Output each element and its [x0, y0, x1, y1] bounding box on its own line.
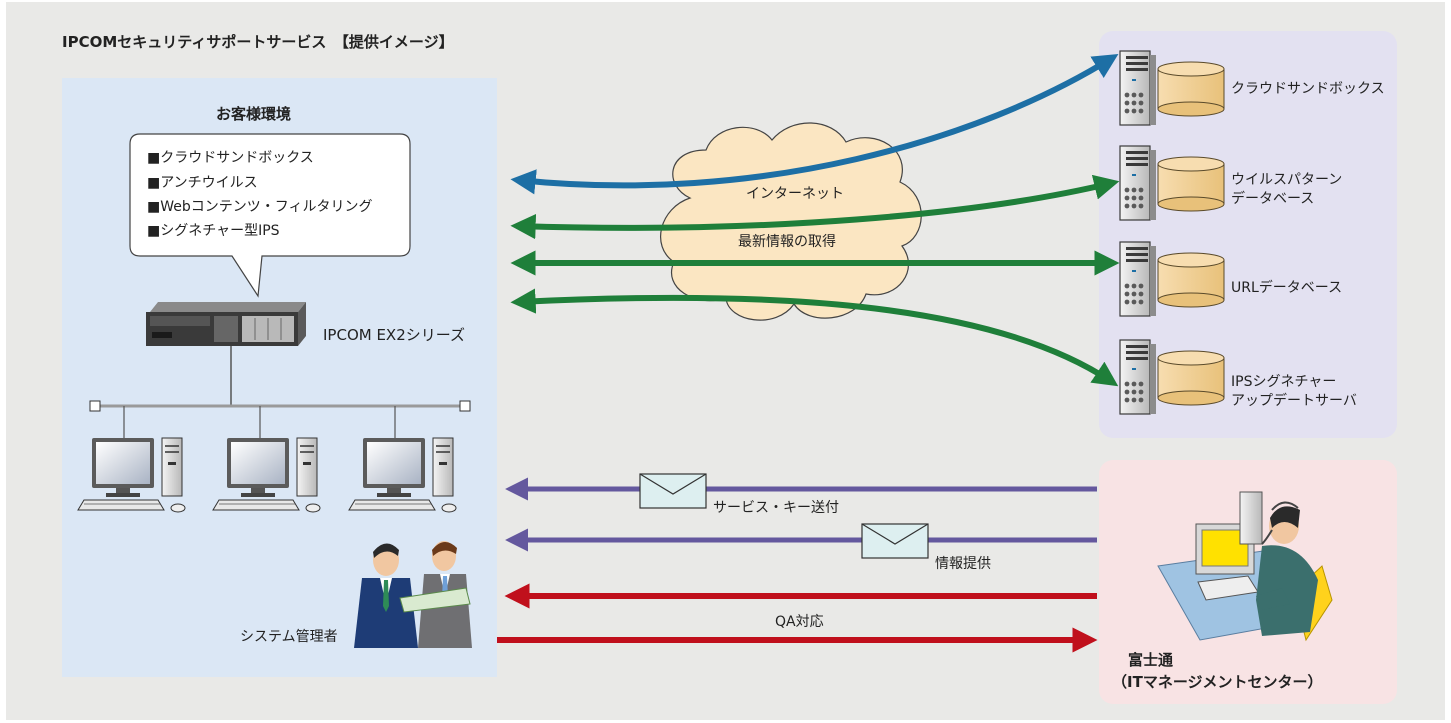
- feature-item-web-filtering: ■Webコンテンツ・フィルタリング: [147, 199, 372, 215]
- lan-terminator-left: [89, 400, 101, 412]
- feature-item-sandbox: ■クラウドサンドボックス: [147, 150, 314, 166]
- server-label-url-database: URLデータベース: [1231, 279, 1342, 296]
- feature-item-signature-ips: ■シグネチャー型IPS: [147, 223, 280, 239]
- ipcom-appliance-icon: [146, 302, 306, 346]
- internet-sublabel: 最新情報の取得: [738, 233, 836, 250]
- update-servers-panel: [1099, 31, 1397, 438]
- information-label: 情報提供: [935, 556, 991, 572]
- server-label-ips-signature-2: アップデートサーバ: [1231, 392, 1357, 409]
- lan-terminator-right: [459, 400, 471, 412]
- ipcom-device-label: IPCOM EX2シリーズ: [323, 326, 465, 344]
- system-administrator-label: システム管理者: [240, 629, 338, 645]
- service-key-label: サービス・キー送付: [713, 500, 839, 516]
- server-label-virus-pattern-1: ウイルスパターン: [1231, 172, 1342, 188]
- server-label-ips-signature-1: IPSシグネチャー: [1231, 374, 1336, 390]
- fujitsu-center: （ITマネージメントセンター）: [1112, 673, 1323, 691]
- feature-item-antivirus: ■アンチウイルス: [147, 175, 258, 191]
- server-label-sandbox: クラウドサンドボックス: [1231, 81, 1385, 97]
- envelope-icon-information: [861, 523, 929, 559]
- features-speech-bubble: [129, 133, 411, 298]
- system-administrators-icon: [354, 541, 472, 648]
- arrow-virus-pattern-link: [510, 174, 1120, 240]
- support-operator-icon: [1157, 491, 1333, 642]
- page-title: IPCOMセキュリティサポートサービス 【提供イメージ】: [62, 33, 454, 51]
- server-label-virus-pattern-2: データベース: [1231, 190, 1314, 207]
- arrow-ips-signature-link: [510, 288, 1119, 387]
- customer-environment-label: お客様環境: [216, 105, 291, 123]
- qa-label: QA対応: [775, 614, 824, 630]
- fujitsu-name: 富士通: [1128, 651, 1173, 669]
- envelope-icon-service-key: [639, 473, 707, 509]
- internet-label: インターネット: [746, 186, 844, 202]
